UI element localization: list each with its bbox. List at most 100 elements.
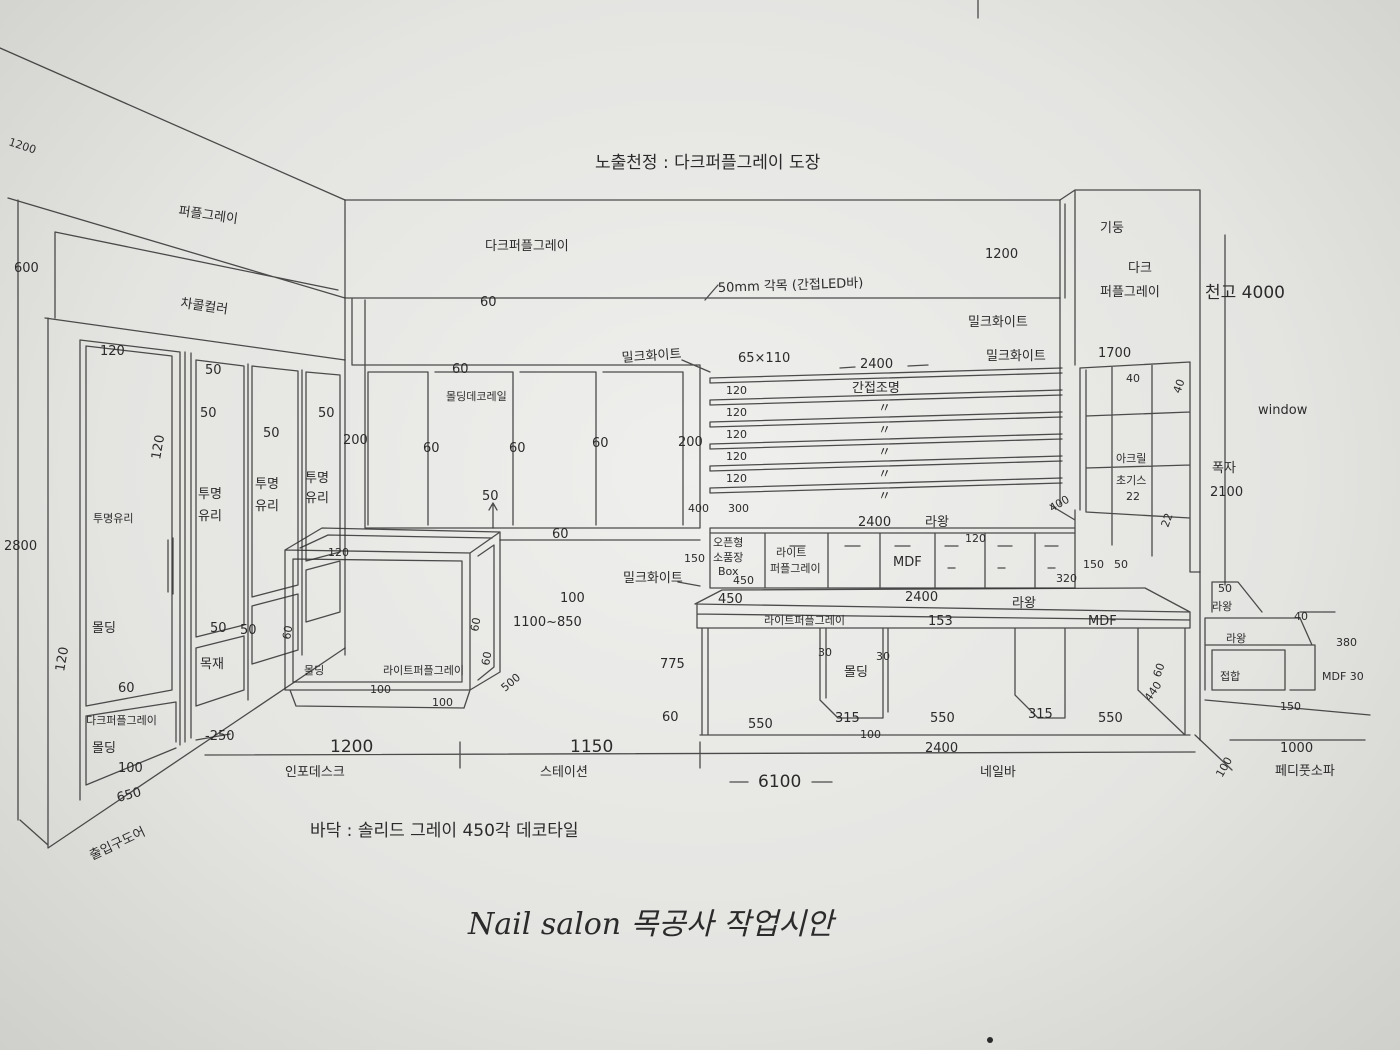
counter-dim: 550 [748, 717, 773, 732]
counter-dim: 550 [930, 711, 955, 726]
window-label: window [1258, 403, 1308, 418]
led-shelf [709, 455, 1063, 472]
left-wall-band-finish: 차콜컬러 [179, 296, 228, 318]
shelf-length: 2400 [860, 357, 893, 372]
counter-dim: 153 [928, 614, 953, 629]
nail-bar-counter [677, 581, 1191, 736]
info-desk-dim: 60 [468, 616, 483, 632]
led-shelf [709, 367, 1063, 384]
floor-dim: 1150 [570, 737, 613, 757]
glass-label: 유리 [255, 499, 279, 514]
molding-label: 몰딩 [92, 621, 116, 636]
counter-dim: 100 [860, 728, 881, 741]
pedi-dim: 1000 [1280, 741, 1313, 756]
led-shelf [709, 477, 1063, 494]
left-wall-upper-dim: 600 [14, 261, 39, 276]
window-material: 초기스 [1116, 474, 1146, 487]
cabinet-dim: 150 [1083, 558, 1104, 571]
pedi-joint: 접합 [1220, 670, 1240, 683]
left-wall-dim: 50 [318, 406, 335, 421]
window-width: 1700 [1098, 346, 1131, 361]
cabinet-mdf: MDF [893, 555, 922, 570]
ditto-mark: 〃 [878, 467, 891, 482]
info-desk-dim: 500 [499, 671, 523, 694]
window-dim: 40 [1126, 372, 1140, 385]
left-wall-height-mark: 1200 [7, 135, 38, 156]
back-wall-dim: 60 [509, 441, 526, 456]
window-dim: 40 [1171, 377, 1188, 395]
pedi-label: 페디풋소파 [1275, 764, 1335, 779]
counter-dim: 2400 [905, 590, 938, 605]
zone-label: 인포데스크 [285, 765, 345, 780]
left-wall-dim: 50 [210, 621, 227, 636]
back-wall-dim: 200 [343, 433, 368, 448]
indirect-lighting: 간접조명 [852, 381, 900, 396]
counter-dim: 440 [1142, 679, 1165, 704]
counter-dim: 30 [876, 650, 890, 663]
window-dim: 22 [1126, 490, 1140, 503]
back-wall-finish: 다크퍼플그레이 [485, 239, 569, 254]
cabinet-dim: 2400 [858, 515, 891, 530]
pedicure-step [1204, 581, 1371, 716]
molding-rail-label: 몰딩데코레일 [446, 389, 507, 403]
wood-label: 목재 [200, 657, 224, 672]
counter-dim: 30 [818, 646, 832, 659]
entrance-door [79, 339, 181, 801]
entrance-door-label: 출입구도어 [87, 825, 148, 864]
back-wall-dim: 1200 [985, 247, 1018, 262]
shelf-spacing: 120 [726, 450, 747, 463]
open-box-label: 소품장 [713, 551, 743, 564]
info-desk-finish: 라이트퍼플그레이 [383, 664, 464, 677]
led-shelf [709, 411, 1063, 428]
glass-label: 투명 [198, 487, 222, 502]
window-height: 폭자 [1212, 461, 1236, 476]
back-wall-dim: 60 [592, 436, 609, 451]
shelf-spacing: 120 [726, 472, 747, 485]
left-wall-dim: 50 [200, 406, 217, 421]
counter-dim: 775 [660, 657, 685, 672]
left-wall-outline [0, 47, 346, 849]
info-desk-dim: 60 [280, 624, 295, 640]
door-handle [167, 537, 174, 595]
counter-dim: 450 [718, 592, 743, 607]
pedi-mdf: MDF 30 [1322, 670, 1364, 683]
window-dim: 22 [1159, 511, 1176, 529]
counter-molding: 몰딩 [844, 665, 868, 680]
ditto-mark: 〃 [878, 401, 891, 416]
back-wall-dim: 200 [678, 435, 703, 450]
left-wall-dim: 60 [118, 681, 135, 696]
info-desk-dim: 100 [560, 591, 585, 606]
counter-finish-note: 밀크화이트 [623, 571, 683, 586]
cabinet-dim: 150 [684, 552, 705, 565]
column-finish: 다크 [1128, 261, 1152, 276]
left-wall-dim: 100 [118, 761, 143, 776]
cabinet-dim: 400 [688, 502, 709, 515]
ceiling-note: 노출천정 : 다크퍼플그레이 도장 [595, 153, 821, 173]
pencil-dot [987, 1037, 993, 1043]
counter-dim: 60 [662, 710, 679, 725]
floor-dim: 6100 [758, 772, 801, 792]
ditto-mark: 〃 [878, 445, 891, 460]
left-wall-dim: 50 [263, 426, 280, 441]
molding-label: 몰딩 [92, 741, 116, 756]
glass-label: 유리 [305, 491, 329, 506]
shelf-finish: 밀크화이트 [986, 349, 1046, 364]
counter-dim: 315 [835, 711, 860, 726]
info-desk-dim: 100 [370, 683, 391, 696]
back-wall-dim: 60 [480, 295, 497, 310]
left-wall-dim: 120 [53, 646, 72, 673]
cabinet-dim: 120 [965, 532, 986, 545]
floor-note: 바닥 : 솔리드 그레이 450각 데코타일 [310, 821, 579, 841]
shelf-dimension-dashes [839, 364, 929, 369]
column-label: 기둥 [1100, 221, 1124, 236]
back-wall-dim: 60 [552, 527, 569, 542]
info-desk-dim: 120 [328, 546, 349, 559]
back-wall-dim: 60 [452, 362, 469, 377]
cabinet-dim: 300 [728, 502, 749, 515]
ceiling-height: 천고 4000 [1205, 283, 1285, 303]
back-wall-dim: 60 [423, 441, 440, 456]
cabinet-material: 라왕 [925, 515, 949, 530]
pedi-dim: 50 [1218, 582, 1232, 595]
window-material: 아크릴 [1116, 452, 1146, 465]
info-desk-dim: 100 [432, 696, 453, 709]
